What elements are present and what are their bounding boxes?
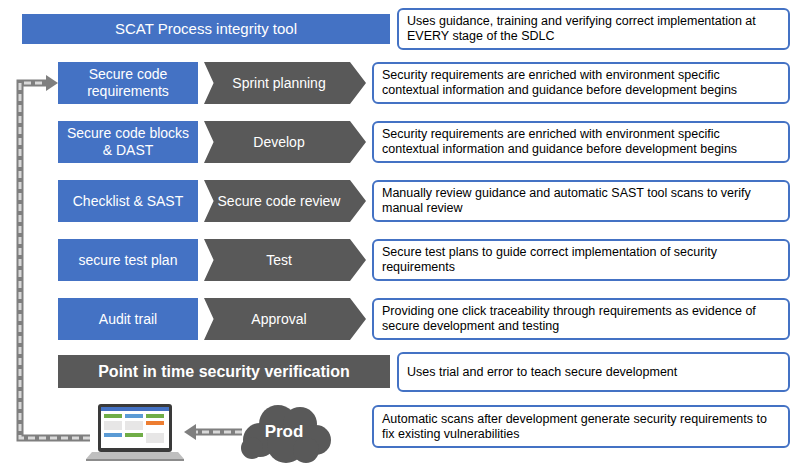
node-text: Secure code review: [218, 193, 341, 210]
description-box: Uses trial and error to teach secure dev…: [397, 352, 790, 392]
description-box: Secure test plans to guide correct imple…: [372, 239, 790, 281]
arrow-dash: [194, 431, 242, 434]
description-box: Uses guidance, training and verifying co…: [397, 8, 790, 50]
description-box: Automatic scans after development genera…: [372, 405, 790, 448]
loop-arrowhead: [46, 75, 58, 91]
screen-block: [104, 421, 122, 430]
node-text: secure test plan: [79, 252, 178, 269]
stage-chevron: Secure code review: [204, 180, 366, 222]
node-text: Security requirements are enriched with …: [382, 68, 780, 98]
node-text: Secure test plans to guide correct imple…: [382, 245, 780, 275]
verification-band: Point in time security verification: [58, 355, 390, 388]
stage-chevron: Test: [204, 239, 366, 281]
tool-box: secure test plan: [58, 239, 198, 281]
chevron-shape: [204, 298, 366, 340]
screen-block: [146, 433, 164, 443]
screen-block: [146, 421, 164, 425]
stage-chevron: Develop: [204, 121, 366, 163]
tool-box: Audit trail: [58, 298, 198, 340]
prod-to-laptop-arrow: [184, 424, 242, 440]
description-box: Providing one click traceability through…: [372, 298, 790, 340]
tool-box: Secure code blocks & DAST: [58, 121, 198, 163]
node-text: Uses guidance, training and verifying co…: [407, 14, 780, 44]
node-text: Audit trail: [99, 311, 157, 328]
screen-block: [125, 433, 143, 437]
tool-box: Checklist & SAST: [58, 180, 198, 222]
laptop-screen: [98, 404, 172, 452]
screen-header: [101, 407, 169, 411]
node-text: Test: [266, 252, 292, 269]
node-text: SCAT Process integrity tool: [115, 20, 297, 38]
laptop-edge: [86, 459, 184, 461]
description-box: Security requirements are enriched with …: [372, 121, 790, 163]
screen-block: [146, 414, 164, 418]
node-text: Approval: [251, 311, 306, 328]
title-band: SCAT Process integrity tool: [22, 14, 390, 44]
laptop-display: [101, 407, 169, 448]
description-box: Security requirements are enriched with …: [372, 62, 790, 104]
node-text: Develop: [253, 134, 304, 151]
screen-block: [125, 414, 143, 418]
node-text: Providing one click traceability through…: [382, 304, 780, 334]
laptop-base: [86, 452, 184, 459]
node-text: Checklist & SAST: [73, 193, 183, 210]
prod-cloud: Prod: [236, 400, 332, 464]
screen-block: [125, 421, 143, 430]
node-text: Uses trial and error to teach secure dev…: [407, 365, 677, 380]
stage-chevron: Sprint planning: [204, 62, 366, 104]
arrow-line: [194, 429, 242, 436]
node-text: Prod: [265, 422, 304, 442]
node-text: Sprint planning: [232, 75, 325, 92]
node-text: Automatic scans after development genera…: [382, 412, 780, 442]
chevron-shape: [204, 121, 366, 163]
node-text: Manually review guidance and automatic S…: [382, 186, 780, 216]
stage-chevron: Approval: [204, 298, 366, 340]
node-text: Point in time security verification: [98, 362, 350, 381]
node-text: Secure code requirements: [64, 66, 192, 100]
node-text: Security requirements are enriched with …: [382, 127, 780, 157]
description-box: Manually review guidance and automatic S…: [372, 180, 790, 222]
chevron-shape: [204, 180, 366, 222]
laptop-illustration: [86, 404, 184, 461]
screen-block: [104, 414, 122, 418]
tool-box: Secure code requirements: [58, 62, 198, 104]
cloud-puff: [241, 437, 263, 459]
chevron-shape: [204, 239, 366, 281]
screen-block: [104, 433, 122, 437]
arrow-head: [184, 424, 196, 440]
cloud-puff: [293, 437, 319, 463]
chevron-shape: [204, 62, 366, 104]
node-text: Secure code blocks & DAST: [64, 125, 192, 159]
